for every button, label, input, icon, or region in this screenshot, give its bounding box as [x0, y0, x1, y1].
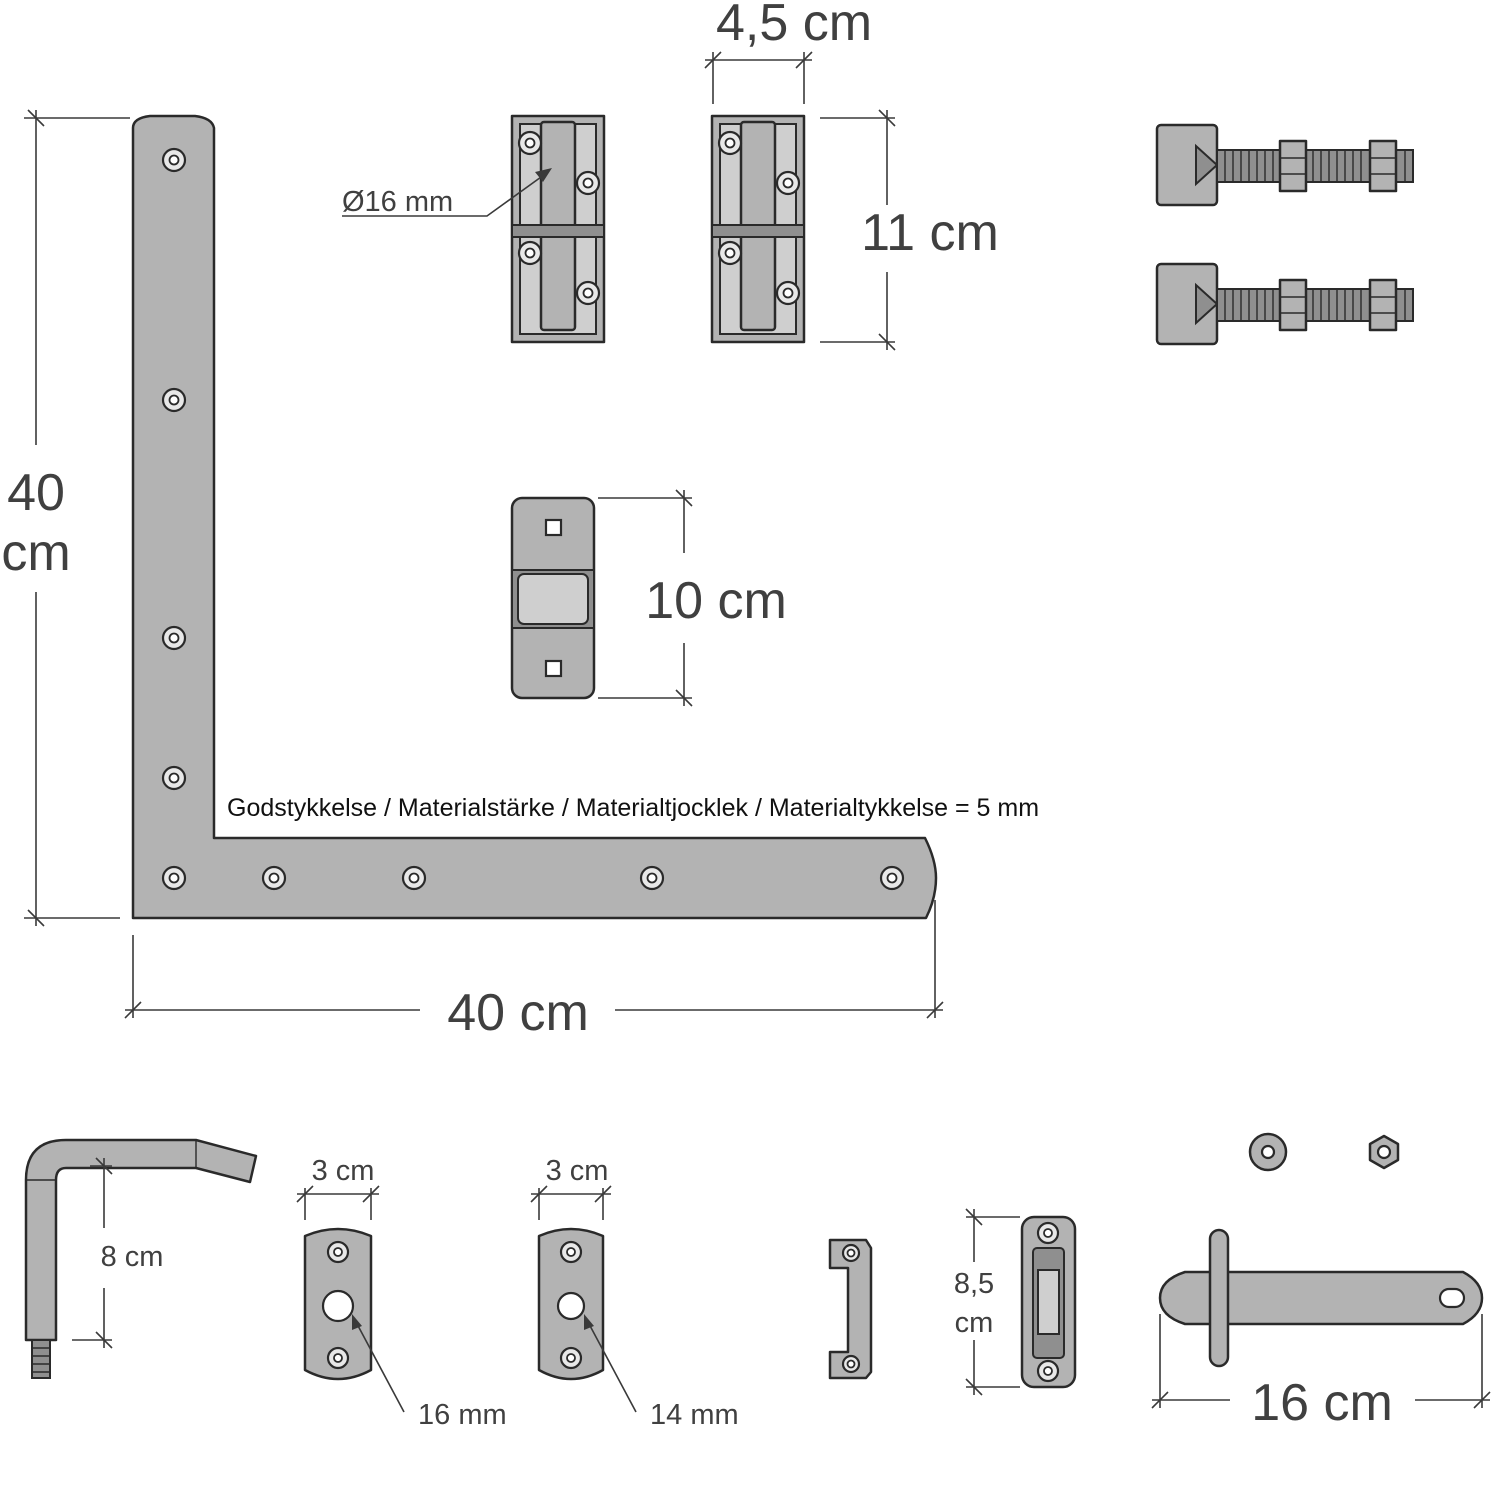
latch-catch-height-label-line1: 8,5 [954, 1268, 994, 1300]
washer [1248, 1132, 1288, 1172]
bracket-width-label: 40 cm [447, 984, 589, 1042]
plate-14mm-hole-callout: 14 mm [584, 1314, 739, 1431]
hinge-plate-left [510, 114, 606, 344]
hinge-height-dimension: 11 cm [820, 109, 999, 351]
bolt-length-label: 16 cm [1251, 1374, 1393, 1432]
l-bracket [131, 114, 938, 920]
bracket-width-dimension: 40 cm [124, 900, 944, 1042]
hinge-height-label: 11 cm [861, 204, 999, 262]
hook-height-label: 8 cm [101, 1241, 164, 1273]
latch-catch [1020, 1215, 1077, 1389]
bracket-height-label-line1: 40 [7, 464, 65, 522]
hinge-width-label: 4,5 cm [716, 0, 872, 52]
bracket-height-dimension: 40 cm [1, 109, 130, 927]
bracket-height-label-line2: cm [1, 524, 70, 582]
hex-nut [1368, 1134, 1400, 1170]
plate-16mm-hole-callout: 16 mm [352, 1314, 507, 1431]
mounting-plate-16mm [303, 1227, 373, 1381]
hinge-width-dimension: 4,5 cm [704, 0, 872, 104]
bolt-length-dimension: 16 cm [1151, 1314, 1491, 1432]
latch-bolt [1158, 1228, 1484, 1368]
threaded-pintle-bottom [1155, 262, 1414, 346]
plate-16mm-width-dimension: 3 cm [296, 1155, 380, 1220]
latch-catch-height-label-line2: cm [955, 1307, 994, 1339]
keeper-height-label: 10 cm [645, 572, 787, 630]
pin-diameter-callout: Ø16 mm [342, 168, 552, 218]
l-hook [24, 1138, 258, 1379]
mounting-plate-14mm [537, 1227, 605, 1381]
bent-strap-keeper [828, 1238, 873, 1380]
keeper-height-dimension: 10 cm [598, 489, 787, 707]
l-bracket-screw-holes [161, 147, 905, 891]
plate-16mm-hole-label: 16 mm [418, 1399, 507, 1431]
hinge-plate-right [710, 114, 806, 344]
plate-14mm-width-label: 3 cm [546, 1155, 609, 1187]
pin-diameter-label: Ø16 mm [342, 186, 453, 218]
hook-height-dimension: 8 cm [72, 1157, 164, 1349]
plate-14mm-hole-label: 14 mm [650, 1399, 739, 1431]
latch-catch-height-dimension: 8,5 cm [954, 1208, 1020, 1396]
gate-keeper [510, 496, 596, 700]
plate-14mm-width-dimension: 3 cm [530, 1155, 612, 1220]
threaded-pintle-top [1155, 123, 1414, 207]
material-thickness-note: Godstykkelse / Materialstärke / Material… [227, 794, 1039, 822]
plate-16mm-width-label: 3 cm [312, 1155, 375, 1187]
